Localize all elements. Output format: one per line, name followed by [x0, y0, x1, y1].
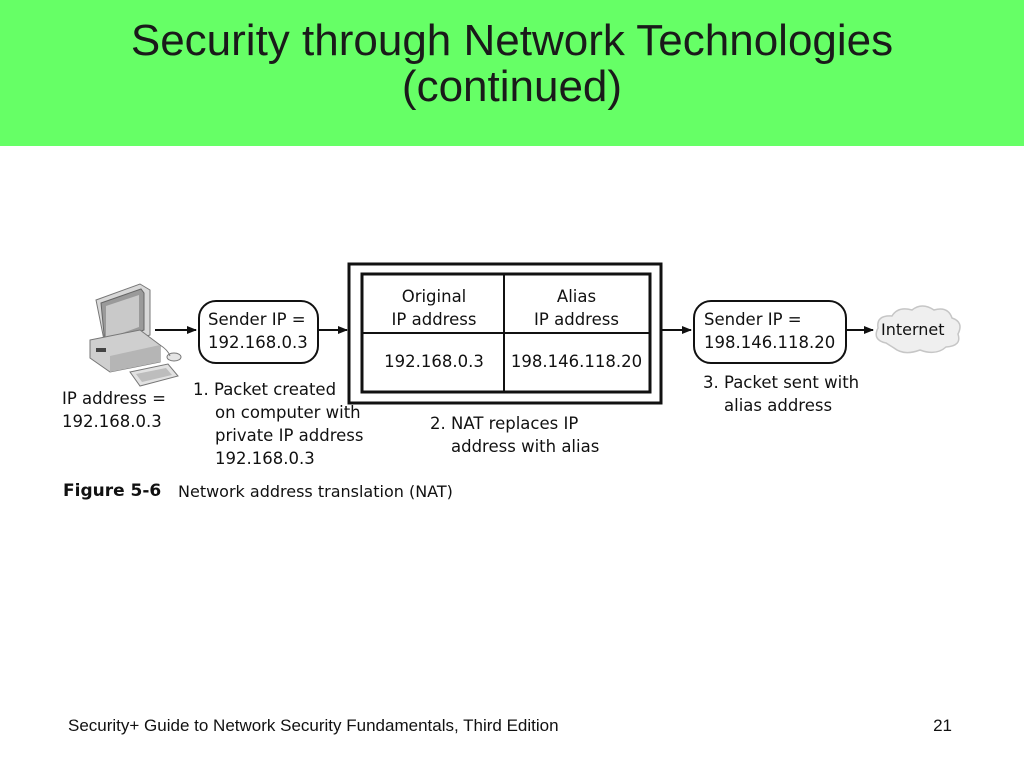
- title-line-2: (continued): [401, 62, 623, 111]
- step-2-text: 2. NAT replaces IP address with alias: [430, 412, 599, 458]
- cloud-icon: [875, 305, 961, 354]
- step-1-line-4: 192.168.0.3: [215, 449, 315, 468]
- step-1-line-2: on computer with: [215, 403, 361, 422]
- step-1-line-1: 1. Packet created: [193, 380, 337, 399]
- nat-header-original-line-1: Original: [401, 287, 467, 306]
- sender-ip-alias-label: Sender IP =: [704, 310, 802, 329]
- nat-header-alias: Alias IP address: [505, 285, 648, 331]
- step-3-text: 3. Packet sent with alias address: [703, 371, 859, 417]
- figure-label: Figure 5-6: [63, 481, 162, 501]
- sender-ip-value: 192.168.0.3: [208, 333, 308, 352]
- slide-title: Security through Network Technologies (c…: [0, 18, 1024, 110]
- title-bar: [0, 0, 1024, 146]
- title-line-1: Security through Network Technologies: [130, 16, 894, 65]
- desktop-computer-icon: [89, 283, 182, 387]
- internet-label: Internet: [881, 320, 945, 339]
- sender-ip-alias-value: 198.146.118.20: [704, 333, 836, 352]
- nat-header-original-line-2: IP address: [391, 310, 477, 329]
- step-3-line-2: alias address: [724, 396, 833, 415]
- step-2-line-1: 2. NAT replaces IP: [430, 414, 579, 433]
- step-3-line-1: 3. Packet sent with: [703, 373, 860, 392]
- computer-ip-line-1: IP address =: [62, 389, 166, 408]
- nat-header-alias-line-2: IP address: [534, 310, 619, 329]
- step-2-line-2: address with alias: [451, 437, 600, 456]
- figure-caption: Network address translation (NAT): [178, 482, 453, 501]
- nat-header-original: Original IP address: [364, 285, 504, 331]
- step-1-text: 1. Packet created on computer with priva…: [193, 378, 363, 470]
- sender-ip-label: Sender IP =: [208, 310, 306, 329]
- step-1-line-3: private IP address: [215, 426, 364, 445]
- computer-ip-line-2: 192.168.0.3: [62, 412, 162, 431]
- sender-ip-box-alias: Sender IP = 198.146.118.20: [693, 300, 847, 364]
- page-number: 21: [933, 716, 952, 735]
- nat-value-original: 192.168.0.3: [384, 352, 484, 371]
- sender-ip-box-original: Sender IP = 192.168.0.3: [198, 300, 319, 364]
- nat-header-alias-line-1: Alias: [556, 287, 597, 306]
- footer-text: Security+ Guide to Network Security Fund…: [68, 716, 559, 735]
- computer-ip-label: IP address = 192.168.0.3: [62, 387, 166, 433]
- nat-value-alias: 198.146.118.20: [510, 352, 643, 371]
